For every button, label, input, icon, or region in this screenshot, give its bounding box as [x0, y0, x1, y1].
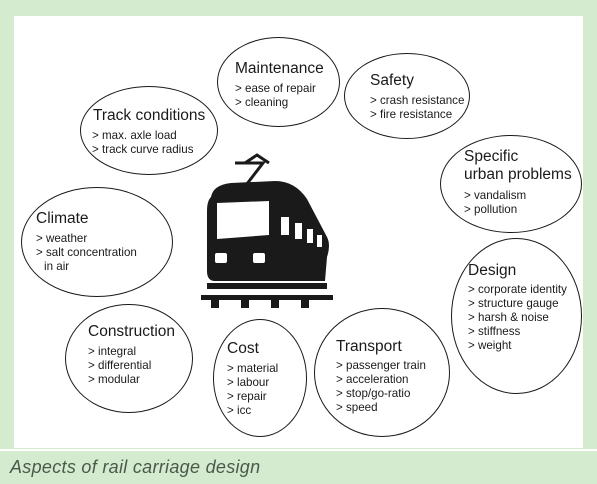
- bubble-item: > speed: [336, 401, 378, 414]
- bubble-items: > integral > differential > modular: [88, 345, 151, 387]
- bubble-title: Track conditions: [93, 107, 206, 124]
- bubble-design: Design > corporate identity > structure …: [451, 238, 582, 394]
- bubble-item: > track curve radius: [92, 143, 194, 156]
- bubble-cost: Cost > material > labour > repair > icc: [213, 319, 307, 437]
- train-icon: [201, 141, 333, 313]
- bubble-item: > labour: [227, 376, 270, 389]
- bubble-transport: Transport > passenger train > accelerati…: [314, 308, 450, 437]
- bubble-item: > ease of repair: [235, 82, 316, 95]
- bubble-items: > vandalism > pollution: [464, 189, 526, 217]
- bubble-item: > vandalism: [464, 189, 527, 202]
- bubble-item: > icc: [227, 404, 252, 417]
- bubble-items: > material > labour > repair > icc: [227, 362, 278, 418]
- bubble-item: > pollution: [464, 203, 518, 216]
- bubble-item: > differential: [88, 359, 152, 372]
- bubble-title: urban problems: [464, 166, 572, 183]
- bubble-item: > corporate identity: [468, 283, 567, 296]
- bubble-items: > ease of repair > cleaning: [235, 82, 316, 110]
- bubble-title: Construction: [88, 323, 176, 340]
- bubble-item: > salt concentration: [36, 246, 137, 259]
- bubble-item: > fire resistance: [370, 108, 453, 121]
- bubble-title: Climate: [36, 210, 89, 227]
- bubble-construction: Construction > integral > differential >…: [65, 304, 193, 413]
- bubble-title: Specific: [464, 148, 519, 165]
- caption-bar: Aspects of rail carriage design: [0, 449, 597, 484]
- bubble-maintenance: Maintenance > ease of repair > cleaning: [217, 37, 340, 127]
- bubble-item: > material: [227, 362, 279, 375]
- bubble-item: > weight: [468, 339, 512, 352]
- bubble-items: > passenger train > acceleration > stop/…: [336, 359, 426, 415]
- bubble-item: > stop/go-ratio: [336, 387, 411, 400]
- bubble-items: > max. axle load > track curve radius: [92, 129, 194, 157]
- bubble-item: > modular: [88, 373, 140, 386]
- bubble-item: > crash resistance: [370, 94, 465, 107]
- figure-caption: Aspects of rail carriage design: [10, 457, 261, 477]
- bubble-item: > weather: [36, 232, 88, 245]
- bubble-safety: Safety > crash resistance > fire resista…: [344, 53, 470, 139]
- bubble-title: Transport: [336, 338, 402, 355]
- bubble-item: > passenger train: [336, 359, 426, 372]
- bubble-title: Safety: [370, 72, 414, 89]
- bubble-items: > weather > salt concentration in air: [36, 232, 137, 274]
- bubble-item: > max. axle load: [92, 129, 177, 142]
- bubble-urban-problems: Specific urban problems > vandalism > po…: [440, 135, 582, 233]
- bubble-item: > harsh & noise: [468, 311, 549, 324]
- bubble-item: > cleaning: [235, 96, 289, 109]
- bubble-item: > repair: [227, 390, 267, 403]
- bubble-track-conditions: Track conditions > max. axle load > trac…: [80, 86, 218, 175]
- bubble-title: Cost: [227, 340, 259, 357]
- bubble-items: > crash resistance > fire resistance: [370, 94, 464, 122]
- bubble-item: > structure gauge: [468, 297, 559, 310]
- bubble-title: Maintenance: [235, 60, 324, 77]
- bubble-items: > corporate identity > structure gauge >…: [468, 283, 567, 353]
- bubble-climate: Climate > weather > salt concentration i…: [21, 187, 173, 297]
- bubble-title: Design: [468, 262, 517, 279]
- bubble-item: in air: [44, 260, 70, 273]
- bubble-item: > stiffness: [468, 325, 521, 338]
- bubble-item: > acceleration: [336, 373, 409, 386]
- bubble-item: > integral: [88, 345, 137, 358]
